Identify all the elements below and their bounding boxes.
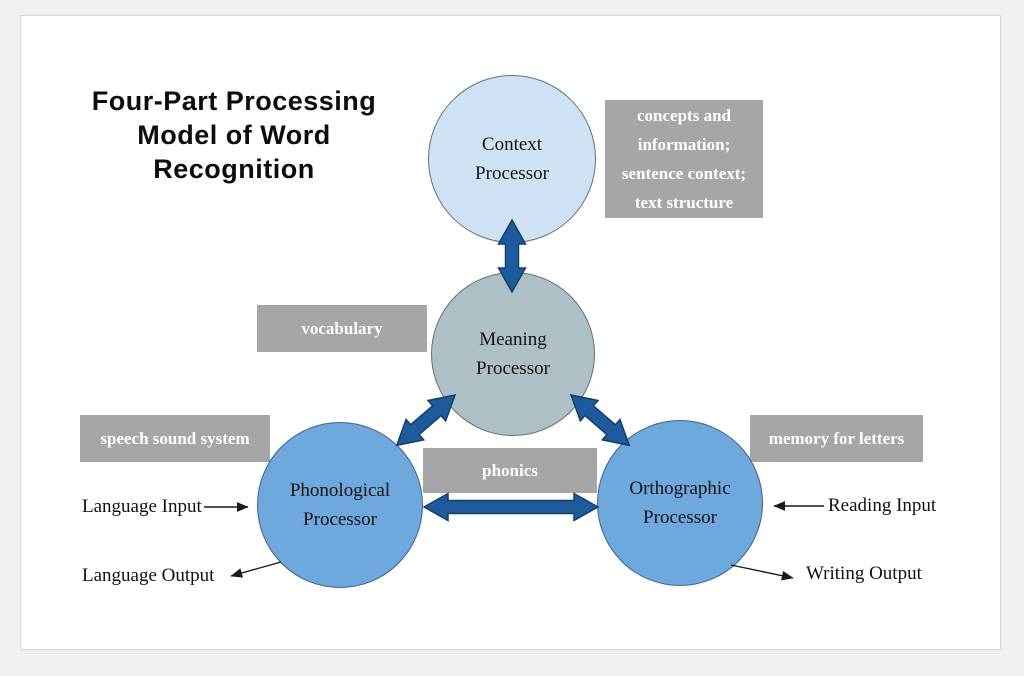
annotation-concepts-text: concepts and information; sentence conte… xyxy=(622,101,746,217)
label-writing-output: Writing Output xyxy=(806,563,922,584)
annotation-concepts-line-4: text structure xyxy=(634,193,734,212)
label-language-output: Language Output xyxy=(82,565,215,586)
annotation-vocabulary: vocabulary xyxy=(257,305,427,352)
page-title-line-1: Four-Part Processing xyxy=(91,86,377,116)
annotation-speech-sound-system: speech sound system xyxy=(80,415,270,462)
node-meaning-processor-label: Meaning Processor xyxy=(476,329,550,379)
annotation-concepts: concepts and information; sentence conte… xyxy=(605,100,763,218)
annotation-concepts-line-3: sentence context; xyxy=(621,164,747,183)
page-title-line-2: Model of Word xyxy=(137,120,331,150)
node-context-processor-label: Context Processor xyxy=(475,134,549,184)
page-title: Four-Part Processing Model of Word Recog… xyxy=(64,84,404,186)
annotation-phonics: phonics xyxy=(423,448,597,493)
annotation-concepts-line-1: concepts and xyxy=(637,106,731,125)
annotation-memory-for-letters: memory for letters xyxy=(750,415,923,462)
node-orthographic-processor-label: Orthographic Processor xyxy=(629,478,731,528)
node-phonological-processor: Phonological Processor xyxy=(257,422,423,588)
node-phonological-processor-label: Phonological Processor xyxy=(289,480,391,530)
label-language-input: Language Input xyxy=(82,496,202,517)
page-title-line-3: Recognition xyxy=(153,154,315,184)
annotation-concepts-line-2: information; xyxy=(637,135,731,154)
node-meaning-processor: Meaning Processor xyxy=(431,272,595,436)
node-context-processor: Context Processor xyxy=(428,75,596,243)
label-reading-input: Reading Input xyxy=(828,495,937,516)
node-orthographic-processor: Orthographic Processor xyxy=(597,420,763,586)
